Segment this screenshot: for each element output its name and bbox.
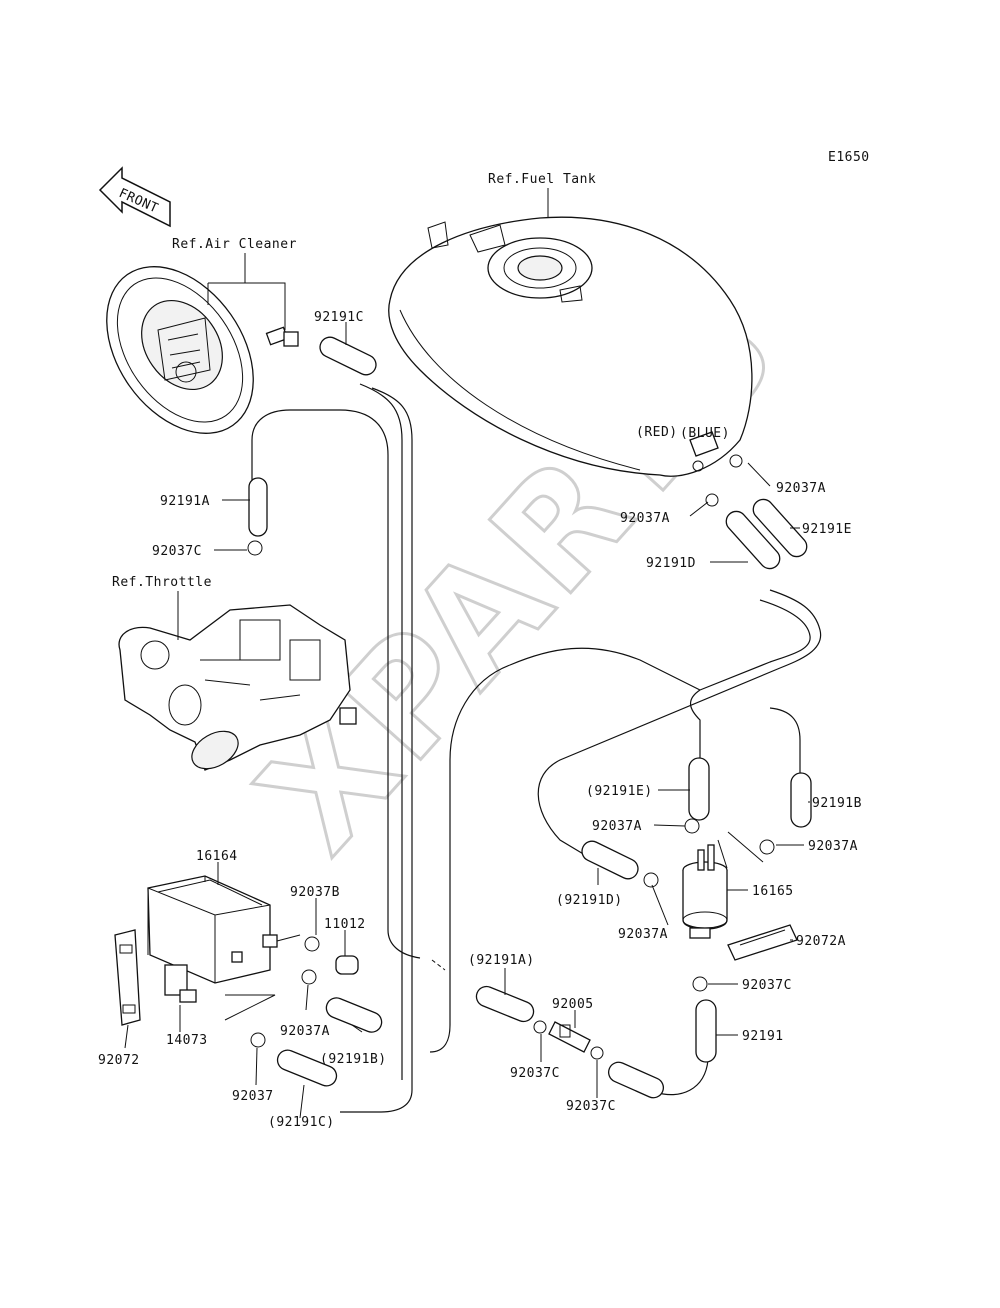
bracket-92072A	[727, 924, 798, 961]
diagram-code: E1650	[828, 150, 870, 165]
label-92037C: 92037C	[510, 1066, 560, 1081]
throttle-body	[118, 604, 357, 771]
label-92191D-paren: (92191D)	[556, 893, 623, 908]
part-labels: 92191C 92191A 92037C 92037A 92037A 92191…	[98, 310, 862, 1130]
label-92191B: 92191B	[812, 796, 862, 811]
label-92037A: 92037A	[592, 819, 642, 834]
label-92191A: 92191A	[160, 494, 210, 509]
joint-92005	[548, 1021, 591, 1053]
label-92191D: 92191D	[646, 556, 696, 571]
label-92072A: 92072A	[796, 934, 846, 949]
label-11012: 11012	[324, 917, 366, 932]
air-cleaner-assembly	[106, 266, 299, 434]
label-92191B-paren: (92191B)	[320, 1052, 387, 1067]
label-92037A: 92037A	[280, 1024, 330, 1039]
label-92037C: 92037C	[742, 978, 792, 993]
front-arrow-icon: FRONT	[98, 166, 171, 228]
label-92037A: 92037A	[618, 927, 668, 942]
red-mark-label: (RED)	[636, 425, 678, 440]
label-14073: 14073	[166, 1033, 208, 1048]
ref-fuel-tank-label: Ref.Fuel Tank	[488, 172, 596, 187]
label-92072: 92072	[98, 1053, 140, 1068]
label-16165: 16165	[752, 884, 794, 899]
label-92037A: 92037A	[620, 511, 670, 526]
label-92191: 92191	[742, 1029, 784, 1044]
hose-segments	[248, 336, 812, 1099]
connector-dash	[431, 959, 446, 971]
leader-lines	[124, 322, 810, 1119]
label-92037A: 92037A	[776, 481, 826, 496]
label-92191E-paren: (92191E)	[586, 784, 653, 799]
clamps	[247, 454, 775, 1060]
label-16164: 16164	[196, 849, 238, 864]
label-92037C: 92037C	[152, 544, 202, 559]
ref-air-cleaner-label: Ref.Air Cleaner	[172, 237, 297, 252]
label-92037C: 92037C	[566, 1099, 616, 1114]
air-cleaner-leader	[207, 282, 286, 330]
label-92037B: 92037B	[290, 885, 340, 900]
fuel-pump-16165	[682, 844, 728, 939]
bracket-92072	[114, 929, 141, 1026]
ref-throttle-label: Ref.Throttle	[112, 575, 212, 590]
label-92005: 92005	[552, 997, 594, 1012]
label-92191E: 92191E	[802, 522, 852, 537]
hose-routes	[251, 383, 822, 1113]
blue-mark-label: (BLUE)	[680, 426, 730, 441]
label-92191A-paren: (92191A)	[468, 953, 535, 968]
label-92191C: 92191C	[314, 310, 364, 325]
canister-16164	[147, 875, 301, 1003]
label-92191C-paren: (92191C)	[268, 1115, 335, 1130]
fuel-tank	[388, 216, 753, 477]
label-92037: 92037	[232, 1089, 274, 1104]
label-92037A: 92037A	[808, 839, 858, 854]
